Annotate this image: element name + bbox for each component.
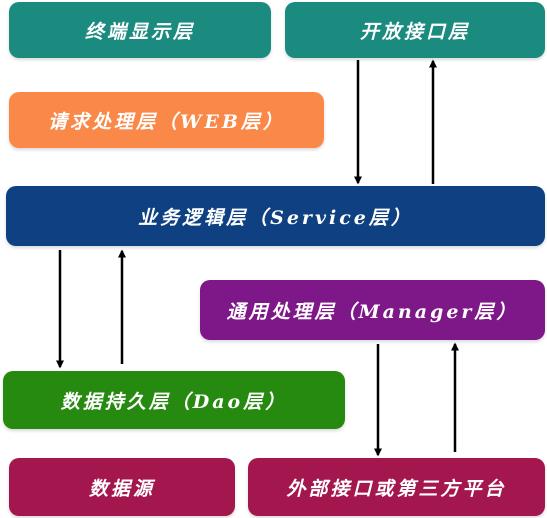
external-interface-box-label: 外部接口或第三方平台 — [286, 477, 507, 500]
request-processing-layer-label: 请求处理层（WEB层） — [48, 110, 285, 133]
data-source-box: 数据源 — [9, 458, 235, 516]
terminal-display-layer-label: 终端显示层 — [84, 20, 195, 43]
general-processing-layer-label: 通用处理层（Manager层） — [226, 300, 519, 323]
open-interface-layer: 开放接口层 — [285, 2, 545, 58]
external-interface-box: 外部接口或第三方平台 — [248, 458, 545, 516]
data-source-box-label: 数据源 — [88, 477, 155, 500]
business-logic-layer-label: 业务逻辑层（Service层） — [138, 206, 413, 229]
request-processing-layer: 请求处理层（WEB层） — [9, 92, 324, 148]
terminal-display-layer: 终端显示层 — [9, 2, 271, 58]
open-interface-layer-label: 开放接口层 — [359, 20, 470, 43]
data-persistence-layer: 数据持久层（Dao层） — [3, 371, 345, 429]
general-processing-layer: 通用处理层（Manager层） — [200, 280, 545, 340]
business-logic-layer: 业务逻辑层（Service层） — [6, 186, 545, 246]
data-persistence-layer-label: 数据持久层（Dao层） — [60, 390, 288, 413]
